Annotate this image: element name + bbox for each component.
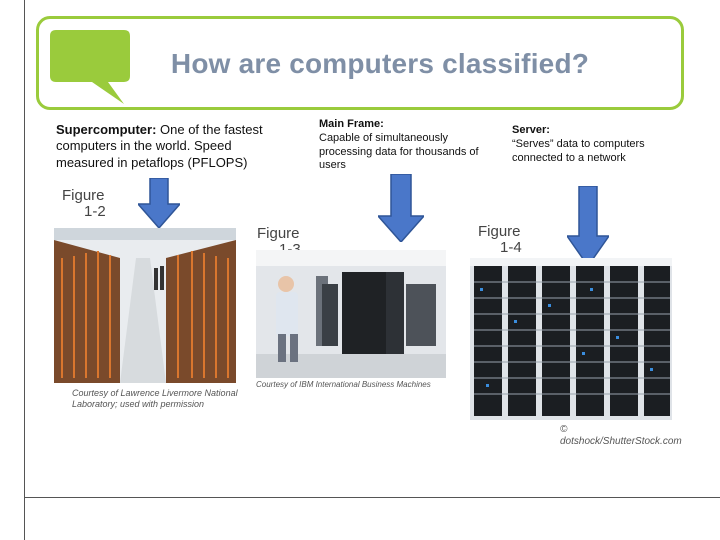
figure-1-2-credit: Courtesy of Lawrence Livermore National …: [72, 388, 238, 409]
down-arrow-icon: [138, 178, 180, 228]
slide-title: How are computers classified?: [170, 48, 590, 79]
mainframe-description: Main Frame: Capable of simultaneously pr…: [319, 118, 479, 173]
figure-1-3-credit: Courtesy of IBM International Business M…: [256, 380, 431, 389]
down-arrow-icon: [567, 186, 609, 266]
server-label: Server:: [512, 124, 550, 136]
supercomputer-photo: [54, 228, 236, 383]
figure-1-4-credit: © dotshock/ShutterStock.com: [560, 424, 682, 447]
speech-bubble-icon: [50, 30, 130, 104]
down-arrow-icon: [378, 174, 424, 242]
figure-1-4-label: Figure 1-4: [478, 224, 522, 256]
server-photo: [470, 258, 672, 420]
mainframe-label: Main Frame:: [319, 118, 384, 130]
figure-word: Figure: [257, 225, 300, 242]
server-text: “Serves” data to computers connected to …: [512, 137, 645, 164]
figure-number: 1-4: [500, 238, 522, 256]
supercomputer-description: Supercomputer: One of the fastest comput…: [56, 122, 291, 171]
figure-number: 1-2: [84, 202, 106, 220]
figure-word: Figure: [62, 187, 105, 204]
server-description: Server: “Serves” data to computers conne…: [512, 124, 682, 165]
mainframe-text: Capable of simultaneously processing dat…: [319, 131, 479, 172]
supercomputer-text: One of the fastest computers in the worl…: [56, 122, 263, 170]
mainframe-photo: [256, 250, 446, 378]
figure-word: Figure: [478, 223, 521, 240]
left-divider: [24, 0, 25, 540]
figure-1-2-label: Figure 1-2: [62, 188, 106, 220]
bottom-divider: [24, 497, 720, 498]
title-frame: [36, 16, 684, 110]
supercomputer-label: Supercomputer:: [56, 122, 157, 137]
